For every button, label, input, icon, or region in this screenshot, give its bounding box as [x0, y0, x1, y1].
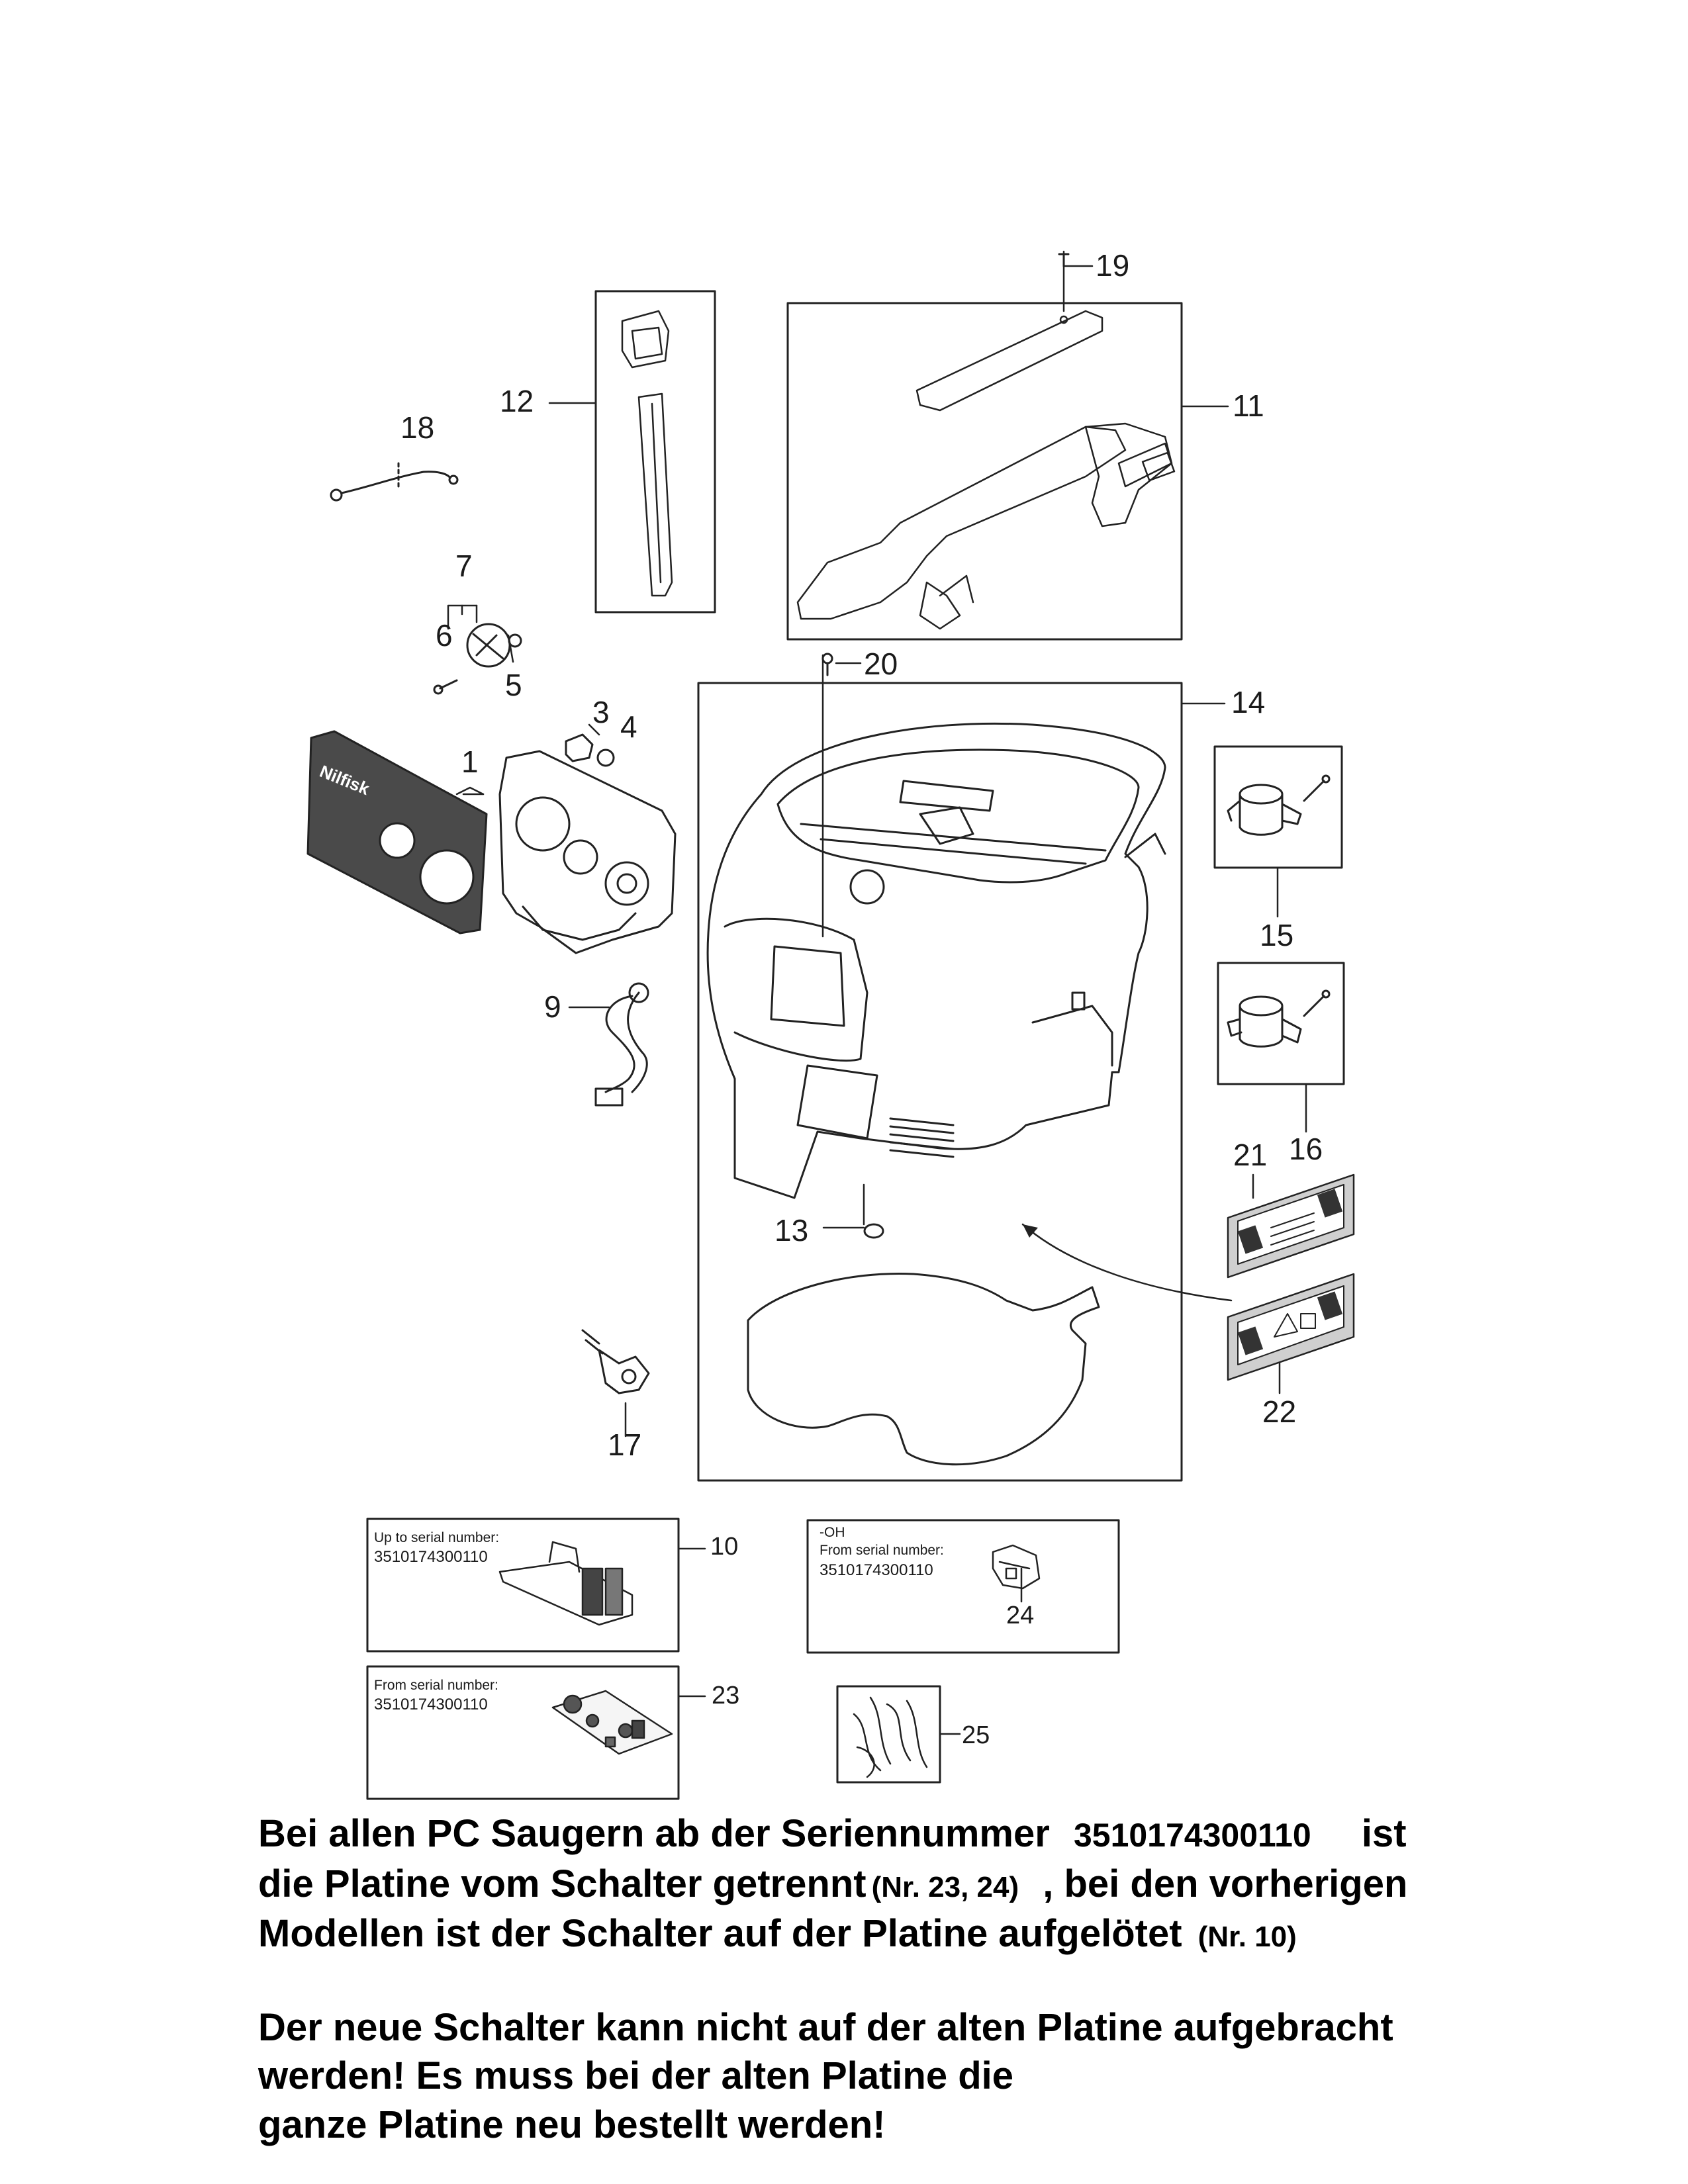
callout-20: 20	[864, 647, 898, 681]
box23-serial: 3510174300110	[374, 1696, 488, 1714]
box23-text: From serial number: 3510174300110	[374, 1676, 498, 1715]
frame-part-11	[786, 302, 1183, 641]
callout-4: 4	[620, 709, 637, 744]
callout-18: 18	[400, 410, 435, 445]
note-line-1-serial: 3510174300110	[1073, 1817, 1311, 1854]
box24-variant: -OH	[820, 1525, 845, 1540]
callout-12: 12	[500, 384, 534, 418]
part-17-plug	[581, 1329, 650, 1394]
callout-17: 17	[608, 1428, 642, 1462]
part-21-label-h	[1227, 1173, 1355, 1279]
note-line-2-ref: (Nr. 23, 24)	[871, 1871, 1019, 1903]
note-line-6: ganze Platine neu bestellt werden!	[258, 2103, 886, 2146]
box10-title: Up to serial number:	[374, 1530, 500, 1545]
box24-title: From serial number:	[820, 1543, 944, 1559]
note-line-3-ref: (Nr. 10)	[1197, 1921, 1297, 1953]
part-25-wire-set	[853, 1696, 928, 1778]
part-15-clamp	[1227, 774, 1331, 836]
part-18-cable	[330, 462, 459, 502]
part-13-ring	[863, 1223, 884, 1239]
frame-part-14	[697, 682, 1183, 1482]
part-1-nameplate	[306, 730, 488, 934]
note-line-4: Der neue Schalter kann nicht auf der alt…	[258, 2006, 1393, 2049]
note-line-5: werden! Es muss bei der alten Platine di…	[258, 2054, 1014, 2097]
callout-6: 6	[436, 618, 453, 653]
part-23-pcb	[551, 1690, 673, 1755]
note-line-2: die Platine vom Schalter getrennt(Nr. 23…	[258, 1865, 1407, 1903]
part-floor-plate	[747, 1272, 1100, 1466]
part-19-screw	[1058, 253, 1070, 267]
callout-11: 11	[1233, 388, 1264, 423]
callout-14: 14	[1231, 685, 1266, 719]
part-5-oring	[508, 633, 522, 648]
part-12-switch-rod	[621, 310, 673, 597]
callout-9: 9	[544, 989, 561, 1024]
note-line-1: Bei allen PC Saugern ab der Seriennummer…	[258, 1815, 1407, 1853]
callout-1: 1	[461, 745, 479, 779]
screw-7	[433, 679, 458, 695]
callout-24: 24	[1006, 1602, 1035, 1629]
note-line-2-text: die Platine vom Schalter getrennt	[258, 1862, 867, 1905]
callout-10: 10	[710, 1533, 739, 1561]
callout-7: 7	[455, 549, 473, 583]
part-24-switch	[992, 1544, 1041, 1590]
part-3-small-knob	[565, 733, 594, 762]
frame-part-16	[1217, 962, 1345, 1085]
callout-16: 16	[1289, 1132, 1323, 1166]
part-6-knob	[466, 623, 511, 668]
part-11-handle	[796, 310, 1176, 630]
part-16-clamp	[1227, 989, 1331, 1048]
box10-text: Up to serial number: 3510174300110	[374, 1529, 499, 1567]
part-4-ring	[596, 749, 615, 767]
callout-22: 22	[1262, 1394, 1297, 1429]
callout-3: 3	[592, 695, 610, 729]
part-1-control-panel	[498, 750, 677, 954]
note-line-2-end: , bei den vorherigen	[1043, 1862, 1408, 1905]
part-10-pcb-with-switch	[498, 1541, 633, 1626]
callout-21: 21	[1233, 1138, 1268, 1172]
box24-serial: 3510174300110	[820, 1561, 933, 1579]
note-line-3: Modellen ist der Schalter auf der Platin…	[258, 1915, 1297, 1953]
frame-part-10	[366, 1518, 680, 1653]
note-line-1-end: ist	[1361, 1812, 1407, 1855]
leader-lines	[447, 250, 1307, 1735]
box10-serial: 3510174300110	[374, 1548, 488, 1567]
frame-part-23	[366, 1665, 680, 1800]
part-14-housing	[706, 722, 1166, 1199]
callout-5: 5	[505, 668, 522, 702]
part-20-screw	[821, 653, 833, 676]
callout-15: 15	[1260, 918, 1294, 952]
callout-25: 25	[962, 1721, 990, 1749]
note-line-3-text: Modellen ist der Schalter auf der Platin…	[258, 1912, 1182, 1955]
part-22-label-m	[1227, 1273, 1355, 1381]
frame-part-12	[594, 290, 716, 614]
frame-part-24	[806, 1519, 1120, 1654]
frame-part-25	[836, 1685, 941, 1784]
box24-text: -OH From serial number: 3510174300110	[820, 1524, 944, 1580]
arrow-labels-to-floor	[1021, 1223, 1233, 1302]
box23-title: From serial number:	[374, 1678, 498, 1693]
callout-13: 13	[774, 1213, 809, 1248]
part-9-harness	[594, 982, 649, 1107]
callout-23: 23	[712, 1682, 740, 1709]
note-line-1-text: Bei allen PC Saugern ab der Seriennummer	[258, 1812, 1050, 1855]
callout-19: 19	[1096, 248, 1130, 283]
